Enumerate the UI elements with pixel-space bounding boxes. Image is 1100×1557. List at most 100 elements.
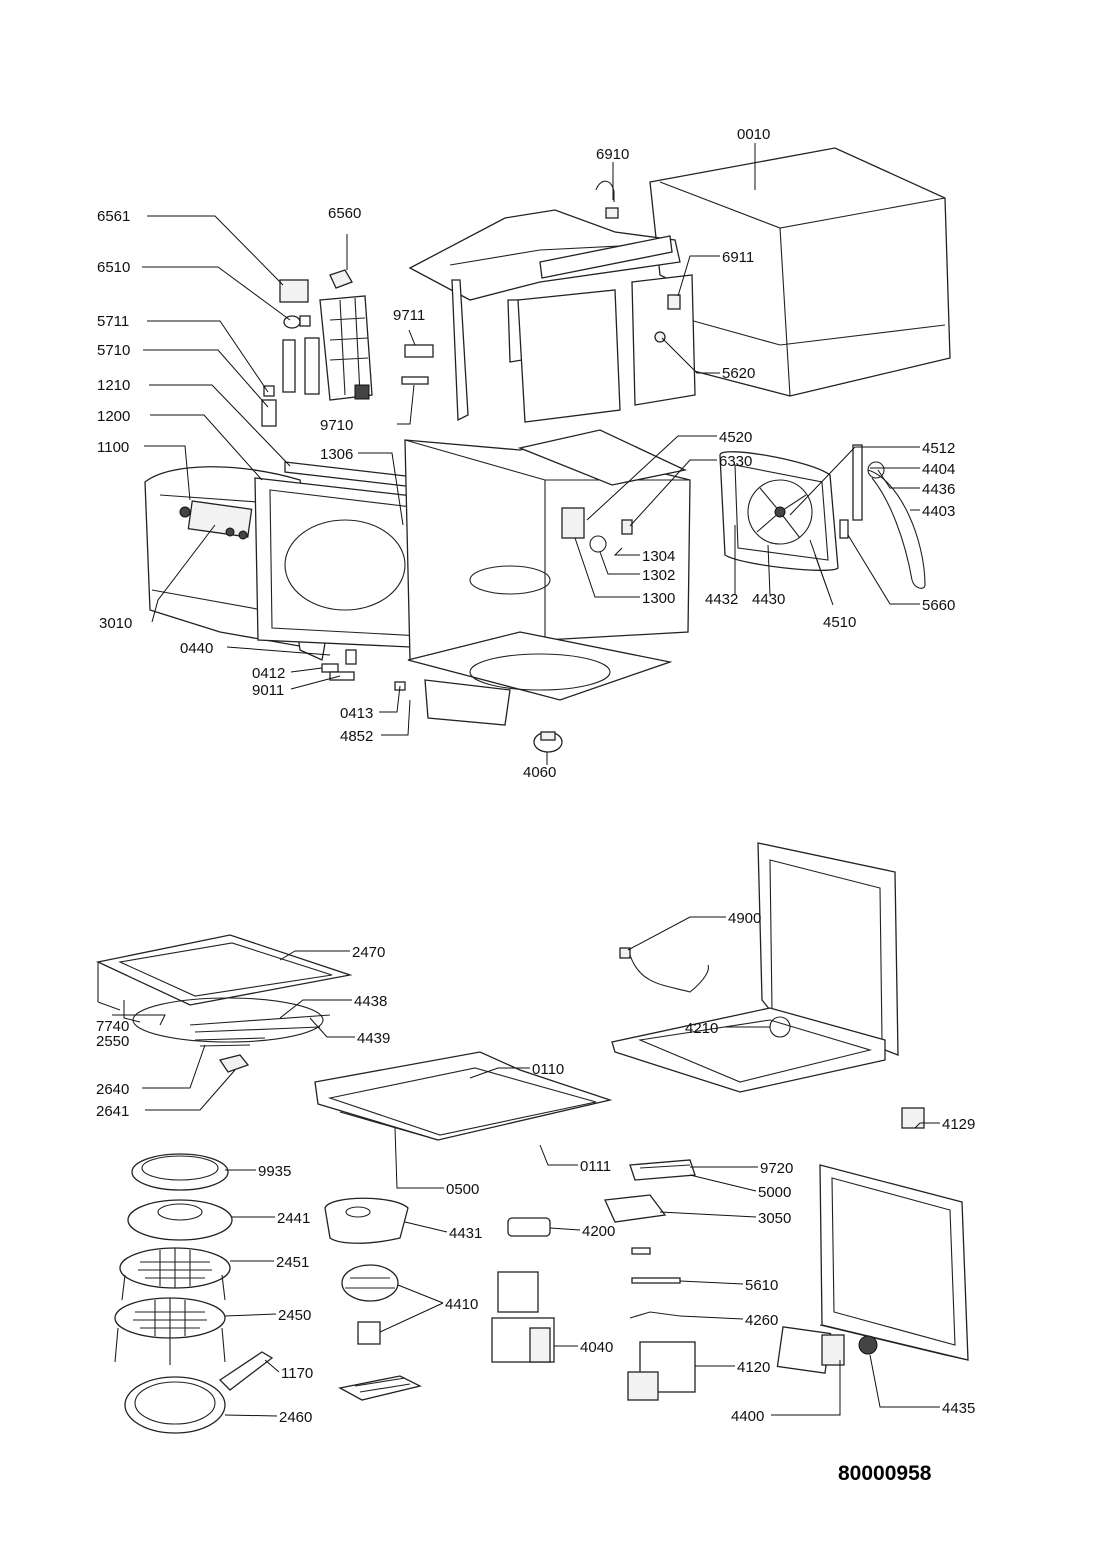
label-4900: 4900 (728, 910, 761, 927)
cable-4900 (619, 947, 709, 993)
part-labels: 0010 6910 6560 6561 6510 6911 9711 5711 … (96, 126, 975, 1426)
label-2460: 2460 (279, 1409, 312, 1426)
label-9720: 9720 (760, 1160, 793, 1177)
label-2451: 2451 (276, 1254, 309, 1271)
label-4403: 4403 (922, 503, 955, 520)
label-5610: 5610 (745, 1277, 778, 1294)
label-4060: 4060 (523, 764, 556, 781)
label-0440: 0440 (180, 640, 213, 657)
fan-cover-4431 (324, 1197, 409, 1244)
label-4512: 4512 (922, 440, 955, 457)
board-3050 (604, 1194, 667, 1223)
motor-4400 (776, 1326, 878, 1374)
label-4430: 4430 (752, 591, 785, 608)
board-9720 (629, 1159, 696, 1181)
transformer-4120 (627, 1341, 696, 1401)
label-1302: 1302 (642, 567, 675, 584)
fuse-5710 (261, 385, 277, 427)
label-0500: 0500 (446, 1181, 479, 1198)
base-plate-and-turntable (407, 631, 673, 726)
label-2450: 2450 (278, 1307, 311, 1324)
label-1100: 1100 (97, 439, 129, 456)
grill-rack-2450 (114, 1297, 226, 1365)
label-5711: 5711 (97, 313, 129, 330)
shelf-0110 (314, 1051, 613, 1141)
label-6561 (279, 279, 309, 303)
seal-7740 (97, 962, 121, 1011)
label-4200: 4200 (582, 1223, 615, 1240)
turntable-motor-4060 (533, 731, 563, 753)
label-4210: 4210 (685, 1020, 718, 1037)
label-2441: 2441 (277, 1210, 310, 1227)
label-9711: 9711 (393, 307, 425, 324)
label-0111: 0111 (580, 1158, 611, 1175)
label-4129: 4129 (942, 1116, 975, 1133)
label-5710: 5710 (97, 342, 130, 359)
label-5660: 5660 (922, 597, 955, 614)
heating-element-2550 (132, 997, 324, 1043)
label-1304: 1304 (642, 548, 675, 565)
part-small (631, 1247, 651, 1255)
label-0412: 0412 (252, 665, 285, 682)
control-panel-3010 (179, 500, 253, 540)
label-1170: 1170 (281, 1365, 313, 1382)
door-window (284, 519, 406, 611)
label-6910: 6910 (596, 146, 629, 163)
label-6911: 6911 (722, 249, 754, 266)
part-5610 (631, 1277, 681, 1284)
part-5660 (839, 519, 849, 539)
motor-bracket-4404 (852, 444, 926, 589)
label-4431: 4431 (449, 1225, 482, 1242)
label-4404: 4404 (922, 461, 955, 478)
thermostat-6910 (595, 180, 619, 219)
latch-9711 (404, 344, 434, 358)
outer-casing-0010 (649, 147, 951, 397)
fan-4410 (341, 1264, 399, 1345)
hinge-0412 (321, 663, 339, 673)
label-4410: 4410 (445, 1296, 478, 1313)
capacitor-4200 (507, 1217, 551, 1237)
handle-1170 (218, 1351, 274, 1391)
part-9011 (329, 671, 355, 681)
leader-lines (112, 143, 940, 1417)
label-6330: 6330 (719, 453, 752, 470)
label-0110: 0110 (532, 1061, 564, 1078)
label-3010: 3010 (99, 615, 132, 632)
label-4040: 4040 (580, 1339, 613, 1356)
label-4260: 4260 (745, 1312, 778, 1329)
label-2641: 2641 (96, 1103, 129, 1120)
label-4520: 4520 (719, 429, 752, 446)
label-0413: 0413 (340, 705, 373, 722)
cavity-1300 (404, 429, 691, 661)
grill-rack-2451 (119, 1247, 231, 1301)
label-4439: 4439 (357, 1030, 390, 1047)
control-board-6560 (319, 269, 373, 401)
label-9011: 9011 (252, 682, 284, 699)
label-4436: 4436 (922, 481, 955, 498)
hinge-0440 (345, 649, 357, 665)
label-6560: 6560 (328, 205, 361, 222)
label-4120: 4120 (737, 1359, 770, 1376)
document-number: 80000958 (838, 1462, 932, 1485)
label-1210: 1210 (97, 377, 130, 394)
label-4852: 4852 (340, 728, 373, 745)
label-7740: 7740 (96, 1018, 129, 1035)
transformer-4040-bracket (491, 1271, 555, 1363)
tray-2470 (95, 934, 353, 1006)
label-9935: 9935 (258, 1163, 291, 1180)
cover-panel-4210 (611, 842, 899, 1093)
label-3050: 3050 (758, 1210, 791, 1227)
element-4438 (189, 1014, 331, 1033)
grid-part-4410 (338, 1375, 422, 1401)
lid-2441 (127, 1199, 233, 1241)
label-5620: 5620 (722, 365, 755, 382)
element-4439 (194, 1037, 266, 1047)
label-2550: 2550 (96, 1033, 129, 1050)
microswitch-5711 (282, 339, 296, 393)
label-4510: 4510 (823, 614, 856, 631)
rear-panel-4512 (719, 451, 839, 571)
label-6561: 6561 (97, 208, 130, 225)
top-bracket-assembly (408, 209, 696, 423)
part-4260 (629, 1311, 681, 1319)
